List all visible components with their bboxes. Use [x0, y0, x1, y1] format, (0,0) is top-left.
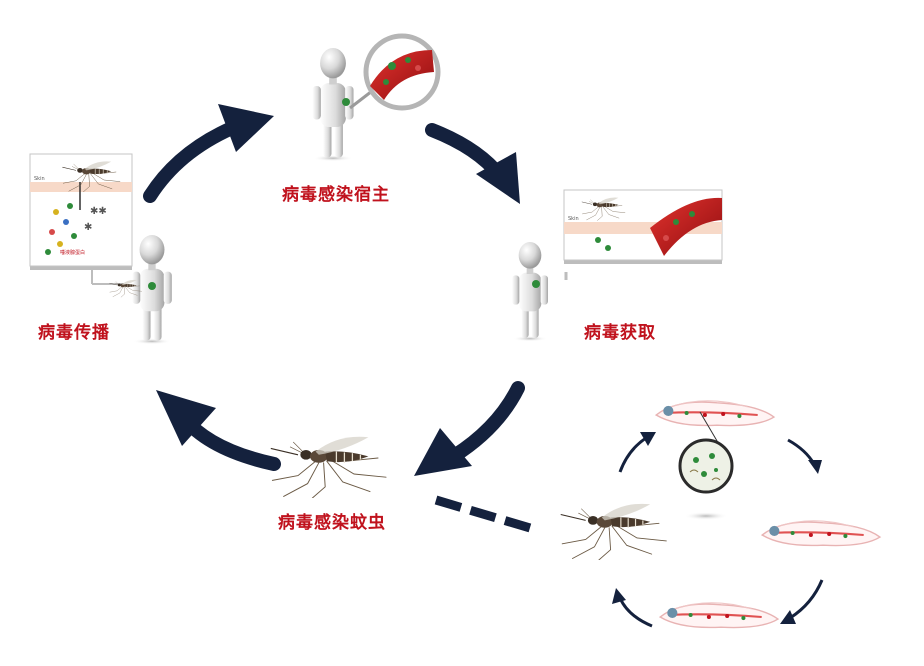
label-mosquito-infection: 病毒感染蚊虫	[278, 513, 386, 533]
svg-text:✱✱: ✱✱	[90, 206, 107, 217]
inset-mosquito-cycle	[560, 399, 881, 629]
svg-text:✱: ✱	[84, 222, 92, 233]
arrow-transmission-to-host	[143, 104, 274, 203]
transmission-panel: ✱✱ ✱	[29, 153, 142, 298]
green-spot-icon	[148, 282, 156, 290]
green-spot-icon	[532, 280, 540, 288]
blood-vessel-magnifier	[349, 33, 441, 111]
arrow-mosquito-to-transmission	[156, 390, 281, 471]
mosquito-icon	[270, 436, 387, 498]
skin-label-acquisition: Skin	[568, 216, 579, 222]
acquisition-human	[512, 242, 548, 342]
acquisition-panel	[563, 189, 723, 280]
arrow-host-to-acquisition	[425, 123, 520, 204]
skin-label-transmission: Skin	[34, 176, 45, 182]
green-spot-icon	[342, 98, 350, 106]
label-virus-transmission: 病毒传播	[38, 323, 110, 343]
transmission-panel-caption: 唾液腺蛋白	[60, 250, 86, 256]
cycle-arrows	[143, 104, 532, 533]
label-host-infection: 病毒感染宿主	[282, 185, 390, 205]
arrow-acquisition-to-mosquito	[414, 381, 525, 476]
dashed-connector	[434, 495, 532, 533]
label-virus-acquisition: 病毒获取	[584, 323, 656, 343]
